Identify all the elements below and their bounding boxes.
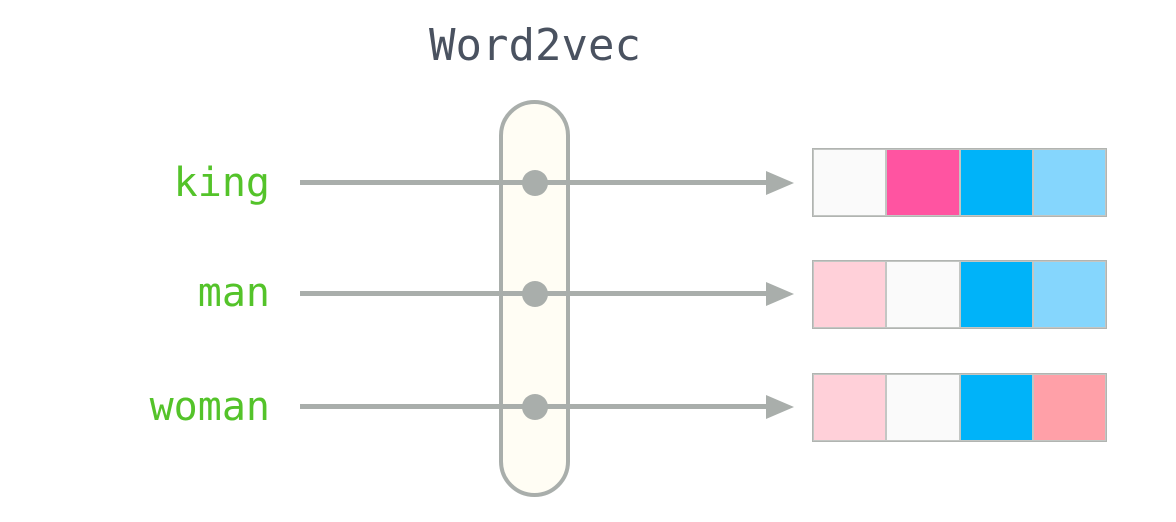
node-dot-icon [522, 394, 548, 420]
embedding-vector-woman [812, 373, 1107, 442]
embedding-vector-man [812, 260, 1107, 329]
embedding-vector-king [812, 148, 1107, 217]
word-label-man: man [197, 270, 270, 316]
vector-cell [959, 374, 1033, 441]
vector-cell [959, 149, 1033, 216]
vector-cell [886, 261, 960, 328]
node-dot-icon [522, 281, 548, 307]
word2vec-model-pill [499, 100, 570, 497]
vector-cell [813, 374, 887, 441]
vector-cell [813, 149, 887, 216]
vector-cell [886, 149, 960, 216]
diagram-title: Word2vec [429, 20, 641, 71]
word-label-king: king [173, 160, 270, 206]
vector-cell [1032, 149, 1106, 216]
vector-cell [886, 374, 960, 441]
arrow-head-icon [766, 395, 794, 419]
arrow-head-icon [766, 171, 794, 195]
vector-cell [813, 261, 887, 328]
vector-cell [959, 261, 1033, 328]
vector-cell [1032, 261, 1106, 328]
node-dot-icon [522, 170, 548, 196]
arrow-head-icon [766, 282, 794, 306]
vector-cell [1032, 374, 1106, 441]
word-label-woman: woman [149, 384, 270, 430]
